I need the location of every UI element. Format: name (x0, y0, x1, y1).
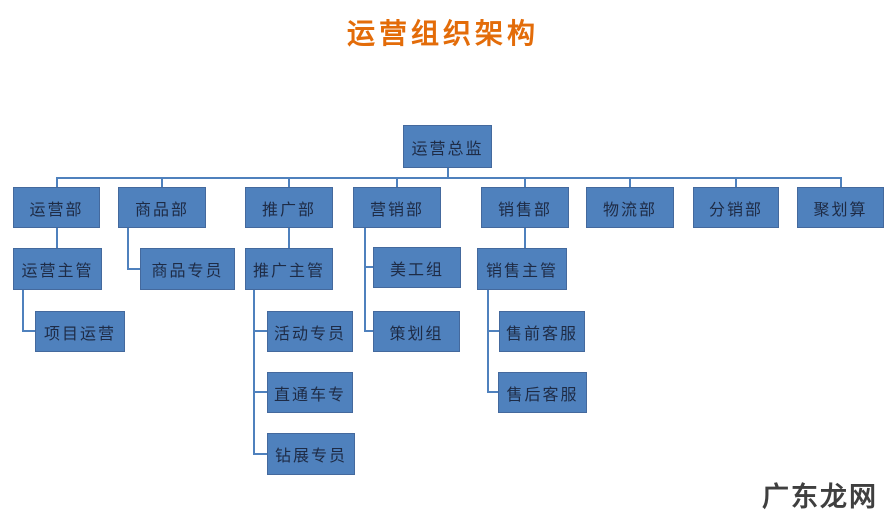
connector-drop (629, 177, 631, 187)
connector-merchandise-trunk (127, 228, 129, 270)
node-planning-group: 策划组 (373, 311, 460, 352)
connector-sales-supervisor (524, 228, 526, 248)
page-title: 运营组织架构 (346, 19, 539, 50)
connector-promotion-supervisor (288, 228, 290, 248)
node-merchandise-specialist: 商品专员 (140, 248, 235, 290)
connector-drop (735, 177, 737, 187)
node-dept-distribution: 分销部 (693, 187, 779, 228)
node-presales-service: 售前客服 (499, 311, 585, 352)
connector-zuanzhan-elbow (253, 453, 267, 455)
connector-promsup-trunk (253, 290, 255, 455)
connector-drop (161, 177, 163, 187)
connector-drop (56, 177, 58, 187)
connector-presales-elbow (487, 330, 499, 332)
connector-drop (288, 177, 290, 187)
connector-bus (56, 177, 842, 179)
node-sales-supervisor: 销售主管 (477, 248, 567, 290)
connector-salessup-trunk (487, 290, 489, 393)
connector-drop (396, 177, 398, 187)
connector-root-drop (447, 168, 449, 178)
node-dept-juhuasuan: 聚划算 (797, 187, 884, 228)
connector-planning-elbow (364, 330, 373, 332)
node-director: 运营总监 (403, 125, 492, 168)
connector-ztc-elbow (253, 391, 267, 393)
node-dept-sales: 销售部 (481, 187, 569, 228)
connector-project-elbow (22, 330, 35, 332)
connector-art-elbow (364, 266, 373, 268)
connector-drop (524, 177, 526, 187)
connector-aftersales-elbow (487, 391, 498, 393)
connector-merchandise-elbow (127, 268, 140, 270)
node-ztc-specialist: 直通车专 (267, 372, 353, 413)
connector-opsup-trunk (22, 290, 24, 332)
node-aftersales-service: 售后客服 (498, 372, 587, 413)
node-zuanzhan-specialist: 钻展专员 (267, 433, 355, 475)
node-dept-operations: 运营部 (13, 187, 100, 228)
connector-activity-elbow (253, 330, 267, 332)
watermark: 广东龙网 (762, 482, 878, 512)
node-activity-specialist: 活动专员 (267, 311, 353, 352)
node-dept-promotion: 推广部 (245, 187, 333, 228)
node-dept-marketing: 营销部 (353, 187, 441, 228)
node-promotion-supervisor: 推广主管 (245, 248, 333, 290)
connector-operations-supervisor (56, 228, 58, 248)
node-project-operations: 项目运营 (35, 311, 125, 352)
node-dept-logistics: 物流部 (586, 187, 674, 228)
connector-drop (840, 177, 842, 187)
connector-marketing-trunk (364, 228, 366, 332)
node-art-group: 美工组 (373, 247, 461, 288)
node-dept-merchandise: 商品部 (118, 187, 206, 228)
node-operations-supervisor: 运营主管 (13, 248, 102, 290)
